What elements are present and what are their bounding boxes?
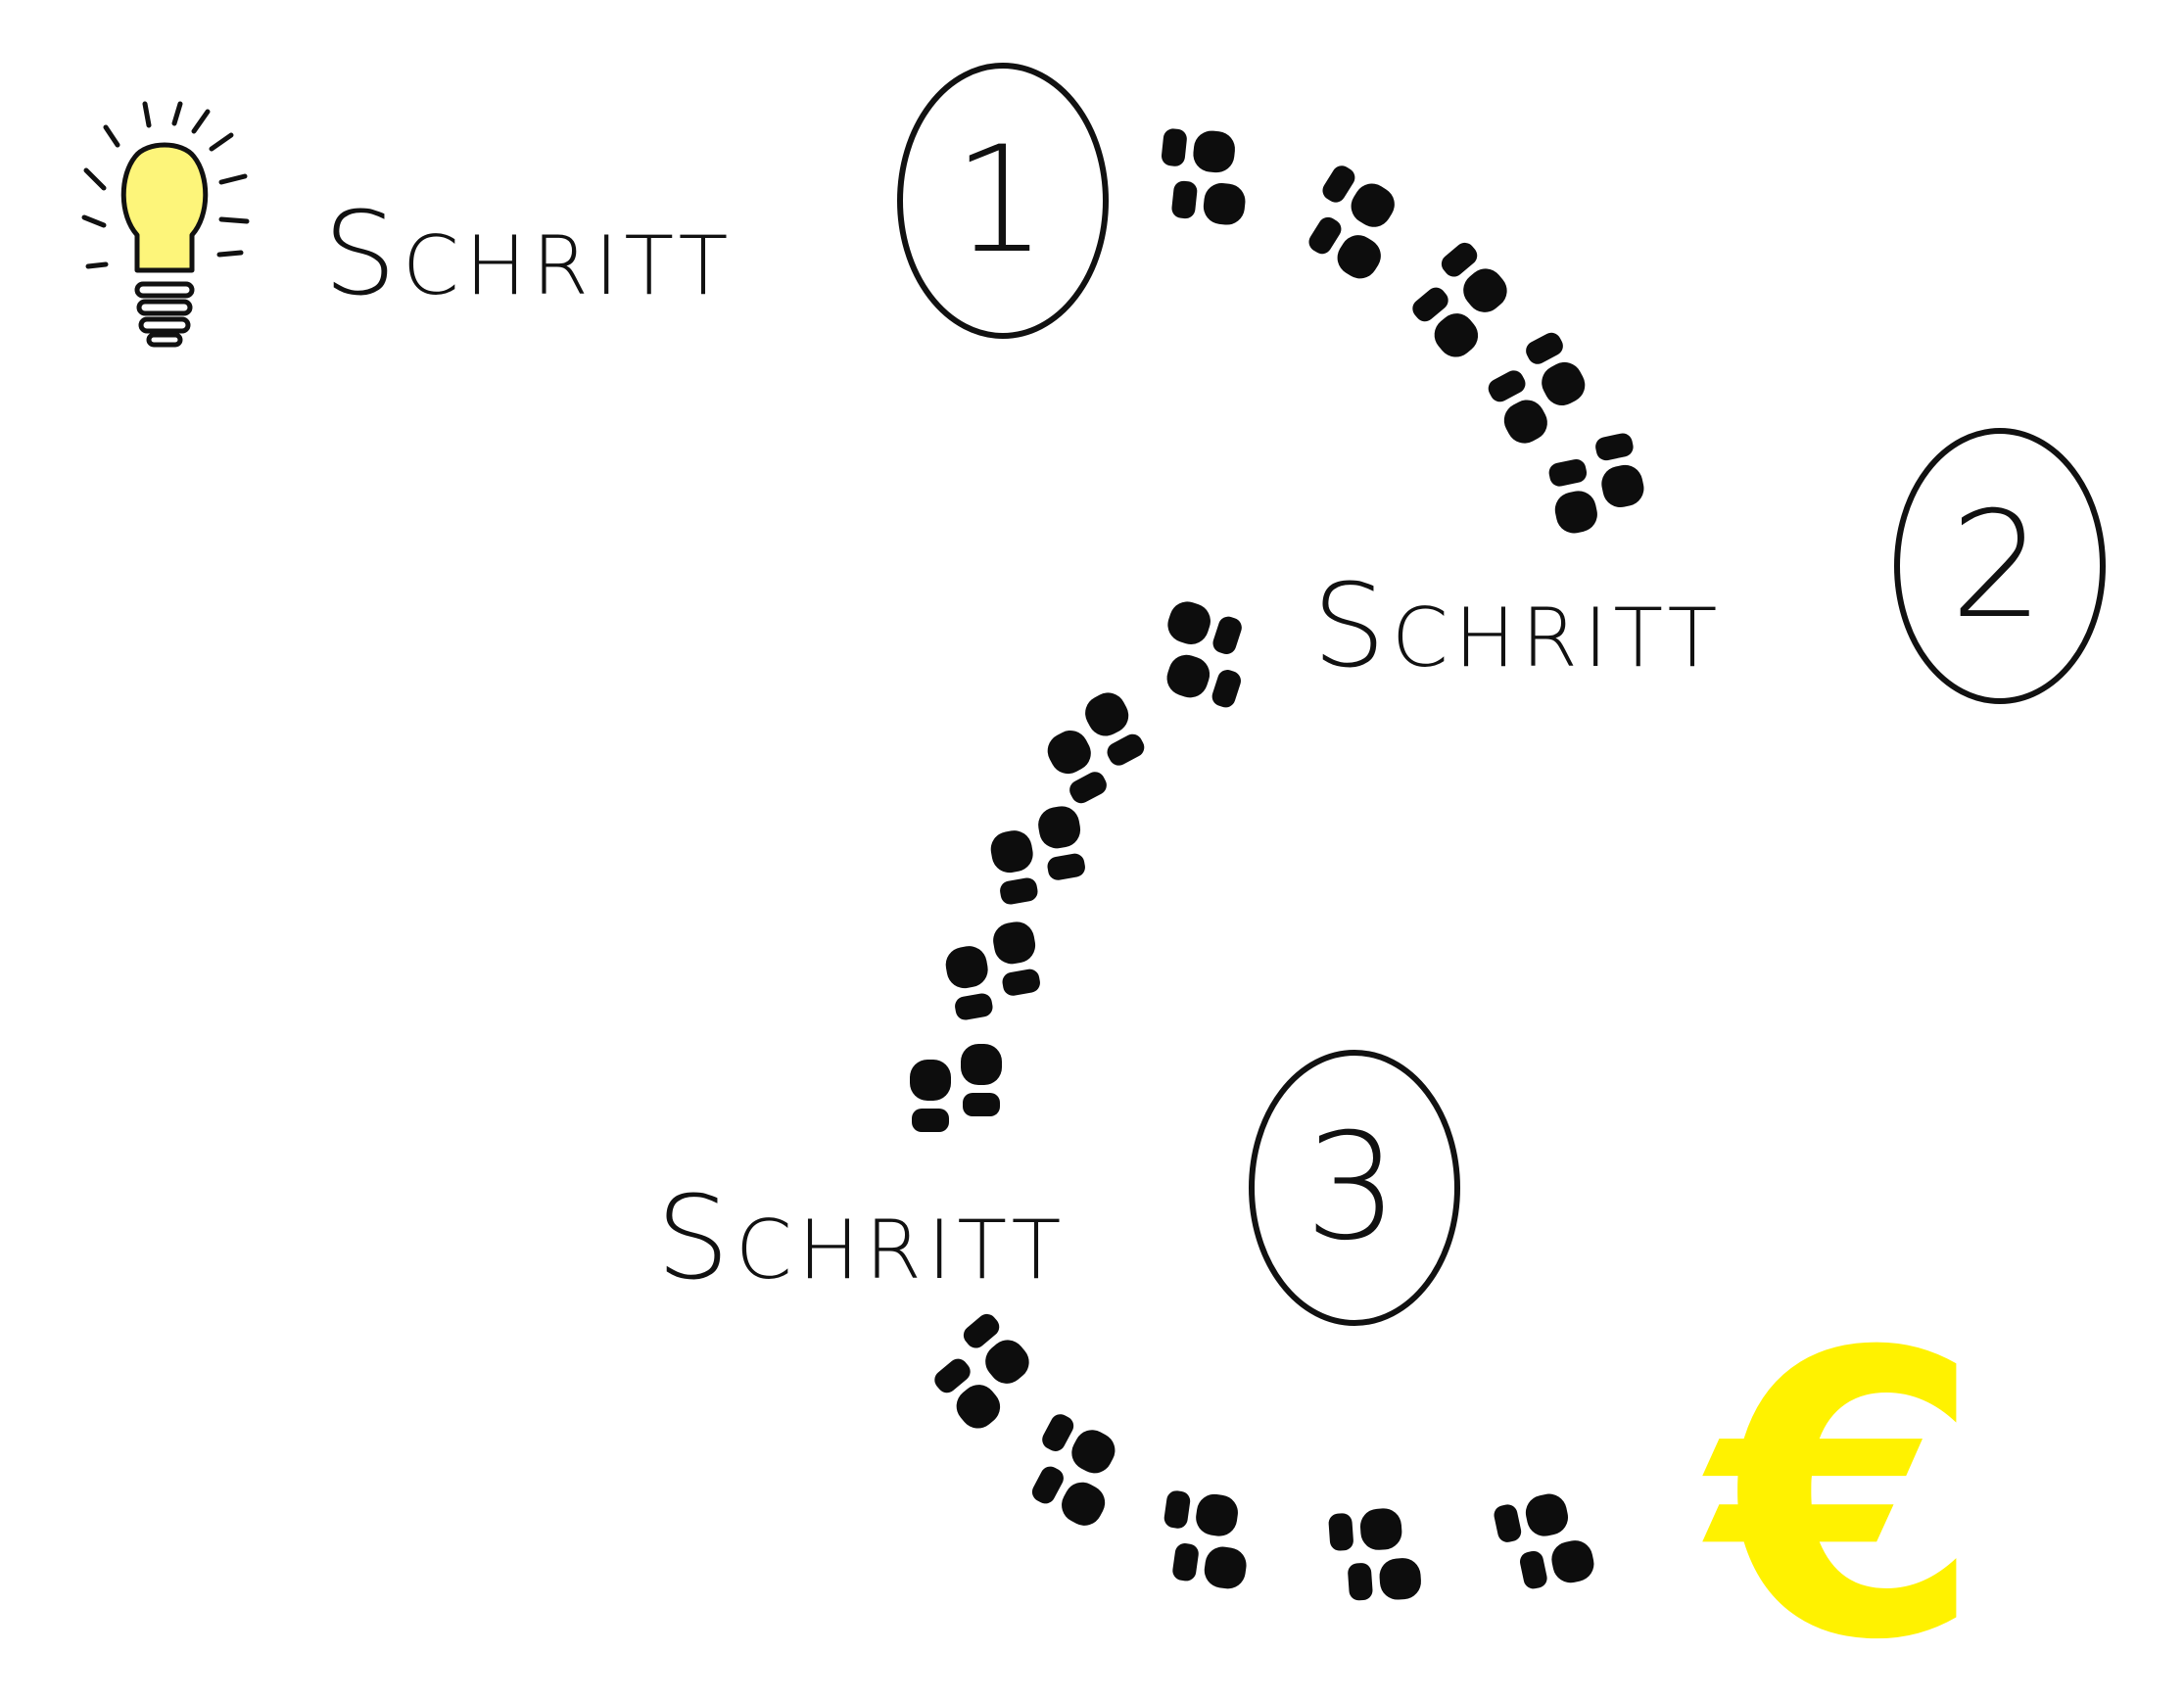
step-2-number: 2 <box>1950 481 2049 651</box>
footprints-trail-3-to-goal <box>919 1309 1596 1605</box>
footprint-pair <box>1397 238 1524 364</box>
step-2-label: Schritt <box>1312 558 1723 693</box>
step-3-label: Schritt <box>656 1170 1067 1305</box>
footprints-trail-1-to-2 <box>1155 125 1650 536</box>
light-bulb-icon <box>81 101 250 348</box>
step-1-number: 1 <box>953 116 1052 286</box>
footprint-pair <box>1155 125 1252 226</box>
footprint-pair <box>919 1309 1046 1436</box>
euro-icon: € <box>1697 1271 1982 1700</box>
footprint-pair <box>1156 1488 1256 1591</box>
footprint-pair <box>1476 328 1598 449</box>
footprint-pair <box>1291 161 1414 285</box>
step-3: Schritt 3 <box>656 1050 1460 1326</box>
bulb-rays <box>81 101 250 269</box>
footprint-pair <box>910 1044 1002 1132</box>
step-3-number: 3 <box>1305 1103 1403 1273</box>
footprint-pair <box>1034 686 1157 808</box>
footprint-pair <box>940 920 1046 1022</box>
step-1-label: Schritt <box>323 186 734 321</box>
step-2: Schritt 2 <box>1312 428 2106 704</box>
footprint-pair <box>1328 1506 1422 1604</box>
footprint-pair <box>1492 1488 1597 1596</box>
footprint-pair <box>985 804 1091 907</box>
step-1: Schritt 1 <box>323 63 1109 339</box>
step-1-circle <box>897 63 1109 339</box>
step-3-circle <box>1249 1050 1460 1326</box>
footprint-pair <box>1014 1409 1135 1532</box>
footprints-trail-2-to-3 <box>910 597 1259 1132</box>
bulb-glass <box>120 142 209 273</box>
bulb-socket <box>134 281 195 348</box>
step-2-circle <box>1894 428 2106 704</box>
footprint-pair <box>1542 431 1650 537</box>
footprint-pair <box>1148 597 1260 712</box>
